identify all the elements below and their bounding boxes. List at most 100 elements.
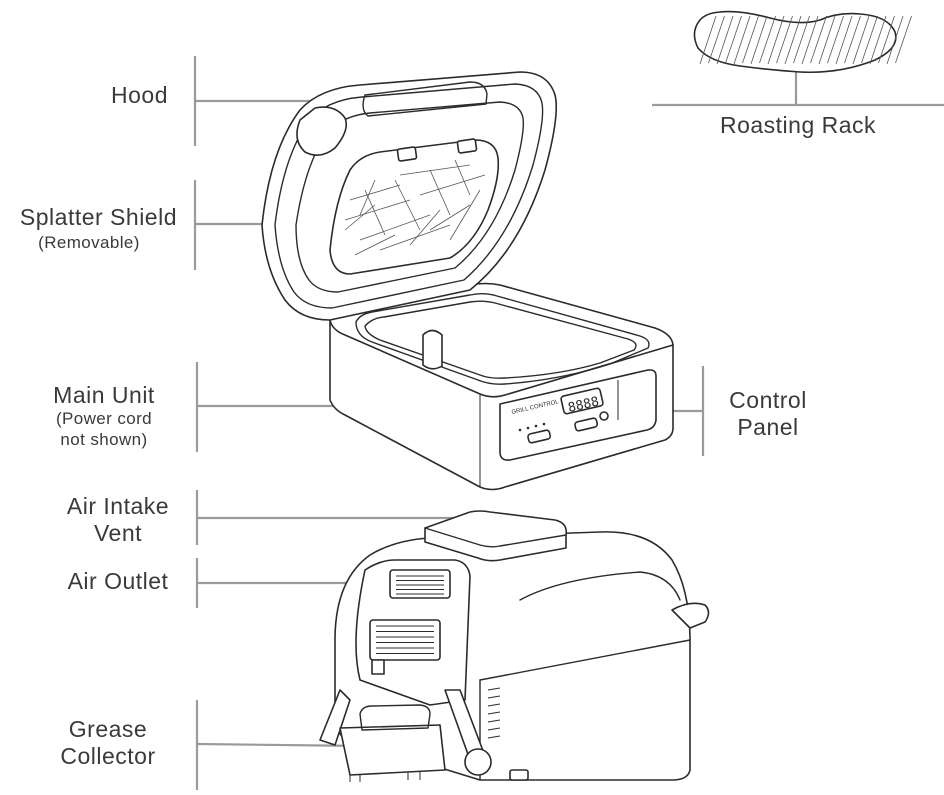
side-rib (487, 719, 501, 723)
rack-wire (699, 15, 717, 65)
splatter-shield-mesh (344, 159, 486, 256)
rear-vent-slots (376, 625, 434, 654)
rack-wire (708, 15, 725, 64)
rack-wire (801, 15, 819, 65)
grease-leader (196, 742, 366, 748)
rear-body-band (479, 639, 691, 681)
rack-wire (895, 15, 912, 64)
grease-label-1: Grease (69, 716, 147, 742)
shield-mesh-line (419, 174, 486, 196)
air-intake-label-2: Vent (94, 520, 142, 546)
power-socket (371, 659, 385, 675)
panel-button-2 (574, 417, 599, 432)
rack-wire (835, 15, 853, 65)
panel-led-1 (518, 428, 522, 432)
grease-collector-tray (359, 704, 431, 731)
air-intake-vent-edge (424, 527, 567, 548)
shield-mesh-line (354, 234, 396, 256)
control-panel-label-2: Panel (737, 414, 798, 440)
side-rib (487, 735, 501, 739)
rack-wire (725, 15, 742, 64)
hood-label: Hood (111, 82, 168, 108)
rack-grid-lines (699, 15, 912, 65)
shield-mesh-line (349, 184, 401, 201)
splatter-shield-label: Splatter Shield (20, 204, 177, 230)
label-grease-collector: Grease Collector (60, 700, 370, 790)
foot-right (509, 769, 529, 781)
label-roasting-rack: Roasting Rack (652, 40, 944, 138)
roasting-rack-label: Roasting Rack (720, 112, 876, 138)
air-intake-vent (424, 510, 568, 562)
shield-clip-right (456, 138, 478, 154)
lcd-digits: 8888 (567, 394, 601, 416)
air-outlet-label: Air Outlet (68, 568, 169, 594)
label-air-intake: Air Intake Vent (67, 490, 475, 546)
rack-wire (886, 15, 904, 65)
shield-clip-left (396, 146, 418, 162)
rack-wire (776, 15, 793, 64)
rear-handle (671, 602, 710, 629)
shield-mesh-line (449, 189, 481, 241)
main-unit-label: Main Unit (53, 382, 155, 408)
grease-collector (339, 724, 446, 776)
side-rib (487, 695, 501, 699)
side-rib (487, 727, 501, 731)
rear-vent-grille (369, 619, 441, 661)
cooking-pot-inner (364, 300, 637, 379)
panel-button-1 (527, 429, 552, 444)
label-control-panel: Control Panel (638, 366, 807, 456)
rear-view-illustration (319, 510, 710, 782)
shield-mesh-line (379, 224, 451, 251)
rack-wire (750, 15, 768, 65)
control-panel: GRILL CONTROL 8888 (499, 369, 657, 461)
panel-led-2 (526, 426, 530, 430)
panel-led-4 (542, 422, 546, 426)
rack-wire (844, 15, 861, 64)
center-post (422, 329, 443, 370)
side-rib (487, 703, 501, 707)
hood-handle (296, 106, 348, 156)
rack-wire (733, 15, 751, 65)
side-rib (487, 711, 501, 715)
roasting-rack-illustration (693, 10, 912, 74)
rack-wire (716, 15, 734, 65)
rack-wire (793, 15, 810, 64)
air-intake-label-1: Air Intake (67, 493, 169, 519)
grease-label-2: Collector (60, 743, 155, 769)
lcd-display (560, 387, 604, 415)
shield-mesh-line (454, 159, 471, 196)
rack-wire (827, 15, 844, 64)
panel-led-3 (534, 424, 538, 428)
rack-wire (759, 15, 776, 64)
rack-wire (742, 15, 759, 64)
rack-wire (810, 15, 827, 64)
shield-mesh-line (429, 204, 471, 231)
control-panel-label-1: Control (729, 387, 807, 413)
main-unit-note-1: (Power cord (56, 409, 152, 428)
hood-top-recess (362, 81, 488, 117)
main-unit-note-2: not shown) (60, 430, 147, 449)
rack-wire (861, 15, 878, 64)
rack-wire (869, 15, 887, 65)
stand-wheel (464, 748, 492, 776)
shield-mesh-line (429, 169, 451, 216)
cooking-pot (355, 293, 650, 385)
splatter-shield (329, 139, 500, 275)
main-unit-illustration: GRILL CONTROL 8888 (261, 71, 674, 491)
stand-leg-left (319, 689, 351, 746)
shield-mesh-line (394, 179, 421, 231)
rack-wire (852, 15, 870, 65)
rack-wire (784, 15, 802, 65)
shield-mesh-line (344, 204, 376, 231)
shield-mesh-line (399, 164, 471, 176)
side-vent-ribs (487, 687, 501, 739)
shield-mesh-line (364, 189, 386, 236)
air-outlet-slots (396, 575, 444, 595)
rack-wire (878, 15, 895, 64)
shield-mesh-line (359, 179, 376, 216)
rack-wire (767, 15, 785, 65)
shield-mesh-line (409, 209, 441, 246)
shield-mesh-line (344, 199, 411, 221)
air-outlet-grille (389, 569, 451, 599)
